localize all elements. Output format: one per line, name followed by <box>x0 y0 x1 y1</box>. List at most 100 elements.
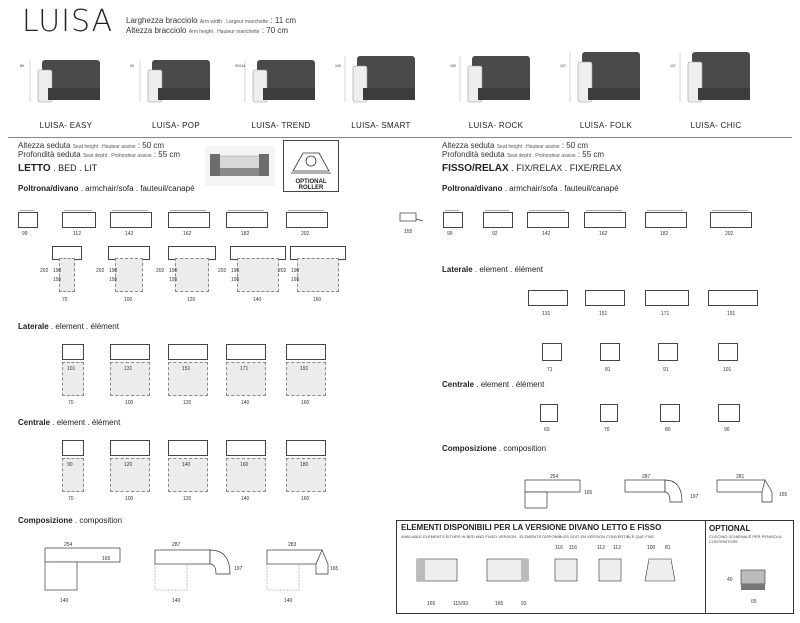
divider <box>8 137 792 138</box>
centrale-element <box>168 440 208 456</box>
relax-chair-icon <box>399 212 424 222</box>
model-height: 89 <box>20 64 24 68</box>
model-sofa-image <box>569 52 640 103</box>
comp-b-depth: 197 <box>234 566 243 572</box>
centrale-width: 180 <box>300 462 309 468</box>
sofa-plan <box>110 212 152 228</box>
laterale-element-right <box>645 290 689 306</box>
rcomp-c-width: 281 <box>736 474 745 480</box>
sofa-plan <box>710 212 752 228</box>
bed-depth: 190 <box>109 268 118 274</box>
laterale-width-right: 171 <box>661 311 670 317</box>
laterale-small-width: 71 <box>547 367 553 373</box>
bed-inner: 195 <box>169 277 178 283</box>
sofa-plan <box>62 212 96 228</box>
legend-title: ELEMENTI DISPONIBILI PER LA VERSIONE DIV… <box>401 523 662 532</box>
right-seat-height-spec: Altezza seduta Seat height . Hauteur ass… <box>442 141 589 150</box>
bed-total: 202 <box>156 268 165 274</box>
laterale-small-right <box>600 343 620 361</box>
laterale-width-right: 191 <box>727 311 736 317</box>
laterale-bed <box>286 362 326 396</box>
bed-depth: 190 <box>231 268 240 274</box>
bed-mattress <box>115 258 143 292</box>
seat-depth-spec: Profondità seduta Seat depht . Profondeu… <box>18 150 181 159</box>
centrale-width-right: 60 <box>544 427 550 433</box>
laterale-width-right: 131 <box>542 311 551 317</box>
optional-sub: CUSCINO SCHIENALE PER PENISOLA CONTENITO… <box>709 534 782 544</box>
sofa-plan <box>584 212 626 228</box>
model-name: LUISA- FOLK <box>579 121 633 130</box>
arm-width-spec: Larghezza bracciolo Arm width . Largeur … <box>126 16 297 25</box>
sofa-width: 99 <box>22 231 28 237</box>
centrale-bed <box>286 458 326 492</box>
centrale-width: 140 <box>182 462 191 468</box>
right-composition-a <box>524 479 581 509</box>
centrale-element <box>62 440 84 456</box>
rcomp-c-depth: 165 <box>779 492 788 498</box>
laterale-width: 171 <box>240 366 249 372</box>
bed-mattress <box>237 258 279 292</box>
poltrona-label-left: Poltrona/divano . armchair/sofa . fauteu… <box>18 184 195 193</box>
model-name: LUISA- CHIC <box>690 121 742 130</box>
centrale-width: 160 <box>240 462 249 468</box>
centrale-element <box>226 440 266 456</box>
legend-dim-4: 116 <box>555 545 563 551</box>
dimension-line <box>64 210 92 211</box>
dimension-line <box>170 210 206 211</box>
sofa-plan <box>443 212 463 228</box>
relax-width: 155 <box>404 229 413 235</box>
dimension-line <box>445 210 459 211</box>
comp-c-depth: 165 <box>330 566 339 572</box>
legend-dim-8: 100 <box>647 545 656 551</box>
sofa-width: 182 <box>660 231 669 237</box>
bed-total: 202 <box>218 268 227 274</box>
centrale-element-right <box>718 404 740 422</box>
model-height: 90/116 <box>235 64 246 68</box>
comp-c-bed: 140 <box>284 598 293 604</box>
model-name: LUISA- EASY <box>39 121 93 130</box>
centrale-bed <box>62 458 84 492</box>
legend-elements <box>416 558 676 582</box>
centrale-bed-width: 100 <box>125 496 134 502</box>
rcomp-a-depth: 165 <box>584 490 593 496</box>
sofa-plan <box>168 212 210 228</box>
model-height: 107 <box>560 64 566 68</box>
legend-dim-3: 93 <box>521 601 527 607</box>
centrale-bed-width: 160 <box>301 496 310 502</box>
optional-roller-label: OPTIONAL ROLLER <box>295 179 327 191</box>
sofa-width: 92 <box>492 231 498 237</box>
legend-dim-6: 112 <box>597 545 605 551</box>
model-sofa-image <box>244 60 315 103</box>
optional-dim-0: 40 <box>727 577 733 583</box>
cushion-icon <box>740 569 766 590</box>
laterale-element <box>226 344 266 360</box>
left-composition-b <box>154 549 231 591</box>
seat-height-spec: Altezza seduta Seat height . Hauteur ass… <box>18 141 165 150</box>
legend-divider <box>705 521 706 613</box>
sofa-plan <box>286 212 328 228</box>
bed-width: 160 <box>313 297 322 303</box>
centrale-bed-width: 120 <box>183 496 192 502</box>
letto-heading: LETTO . BED . LIT <box>18 163 98 174</box>
laterale-element <box>62 344 84 360</box>
sofa-width: 182 <box>241 231 250 237</box>
left-composition-a <box>44 547 121 591</box>
sofa-plan <box>18 212 38 228</box>
comp-a-bed: 140 <box>60 598 69 604</box>
laterale-small-right <box>542 343 562 361</box>
dimension-line <box>20 210 34 211</box>
poltrona-label-right: Poltrona/divano . armchair/sofa . fauteu… <box>442 184 619 193</box>
laterale-element <box>168 344 208 360</box>
comp-a-depth: 165 <box>102 556 111 562</box>
laterale-bed-width: 140 <box>241 400 250 406</box>
model-name: LUISA- SMART <box>351 121 411 130</box>
laterale-element <box>110 344 150 360</box>
bed-mattress <box>175 258 209 292</box>
bed-total: 202 <box>96 268 105 274</box>
bed-inner: 195 <box>231 277 240 283</box>
rcomp-b-width: 287 <box>642 474 651 480</box>
sofa-width: 112 <box>73 231 81 237</box>
sofa-width: 202 <box>725 231 734 237</box>
right-composition-c <box>716 479 773 503</box>
model-name: LUISA- TREND <box>251 121 311 130</box>
